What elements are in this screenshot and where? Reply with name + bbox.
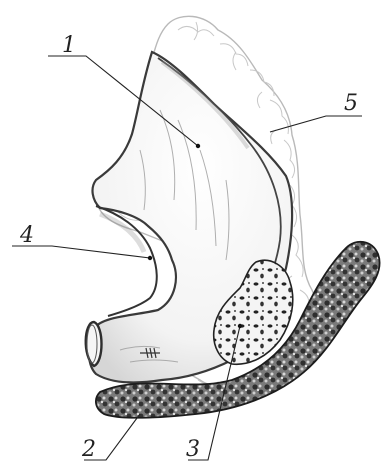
callout-label-5: 5: [344, 91, 358, 116]
callout-label-3: 3: [186, 437, 200, 462]
organ-opening: [86, 322, 102, 366]
callout-label-2: 2: [81, 437, 96, 462]
callout-label-1: 1: [62, 33, 76, 58]
callout-label-4: 4: [19, 223, 34, 248]
